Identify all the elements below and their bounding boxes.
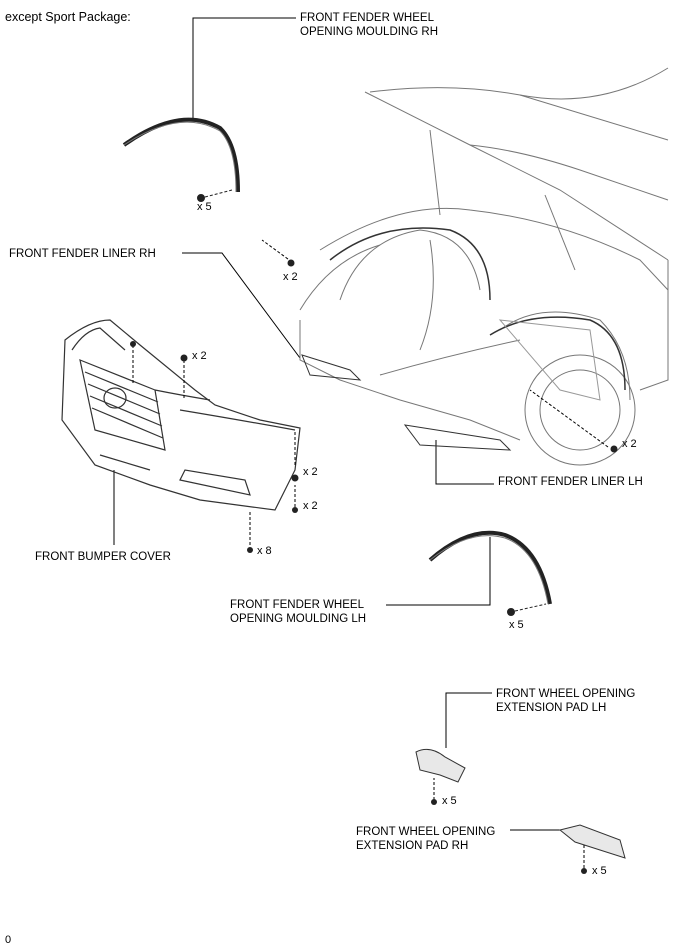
leader-liner-lh [435, 440, 494, 485]
moulding-rh-qty: x 5 [197, 201, 212, 213]
bumper-cover-part [61, 319, 301, 511]
leader-pad-lh [445, 692, 492, 748]
bumper-cover-label: FRONT BUMPER COVER [35, 551, 171, 563]
bumper-side-qty-1: x 2 [303, 466, 318, 478]
leader-lines [113, 17, 568, 831]
moulding-rh-line1: FRONT FENDER WHEEL [300, 12, 434, 24]
pad-lh-qty: x 5 [442, 795, 457, 807]
pad-lh-line2: EXTENSION PAD LH [496, 702, 607, 714]
bumper-bottom-screw [247, 547, 253, 553]
pad-rh-line2: EXTENSION PAD RH [356, 840, 469, 852]
moulding-lh-label: FRONT FENDER WHEEL OPENING MOULDING LH [230, 598, 366, 626]
pad-rh-part [558, 824, 626, 859]
pad-rh-label: FRONT WHEEL OPENING EXTENSION PAD RH [356, 825, 495, 853]
liner-rh-label: FRONT FENDER LINER RH [9, 248, 156, 260]
leader-moulding-lh [386, 537, 491, 606]
moulding-rh-label: FRONT FENDER WHEEL OPENING MOULDING RH [300, 11, 438, 39]
pad-rh-qty: x 5 [592, 865, 607, 877]
bumper-side-qty-2: x 2 [303, 500, 318, 512]
bumper-top-qty: x 2 [192, 350, 207, 362]
bumper-side-screw-2 [292, 507, 298, 513]
pad-lh-line1: FRONT WHEEL OPENING [496, 688, 636, 700]
pad-rh-line1: FRONT WHEEL OPENING [356, 826, 496, 838]
pad-lh-screw [431, 799, 437, 805]
pad-lh-part [415, 748, 466, 783]
leader-liner-rh [182, 252, 301, 359]
moulding-rh-part [122, 117, 240, 202]
moulding-lh-qty: x 5 [509, 619, 524, 631]
liner-lh-label: FRONT FENDER LINER LH [498, 476, 643, 488]
pad-lh-label: FRONT WHEEL OPENING EXTENSION PAD LH [496, 687, 635, 715]
liner-lh-screw [610, 445, 618, 453]
moulding-rh-line2: OPENING MOULDING RH [300, 26, 439, 38]
pad-rh-screw [581, 868, 587, 874]
vehicle-body [299, 67, 669, 466]
moulding-lh-line2: OPENING MOULDING LH [230, 613, 367, 625]
bumper-top-clip-1 [130, 341, 136, 347]
liner-rh-qty: x 2 [283, 271, 298, 283]
bumper-bottom-qty: x 8 [257, 545, 272, 557]
liner-lh-qty: x 2 [622, 438, 637, 450]
variant-note: except Sport Package: [5, 10, 131, 24]
figure-code: 0 [5, 934, 12, 946]
liner-lh-fastener-line [529, 389, 609, 448]
moulding-lh-line1: FRONT FENDER WHEEL [230, 599, 364, 611]
liner-rh-fastener-line [261, 239, 293, 263]
bumper-top-clip-2 [180, 354, 188, 362]
moulding-lh-part [428, 530, 552, 616]
leader-moulding-rh [192, 17, 296, 120]
bumper-side-clip-1 [291, 474, 299, 482]
liner-rh-screw [287, 259, 295, 267]
